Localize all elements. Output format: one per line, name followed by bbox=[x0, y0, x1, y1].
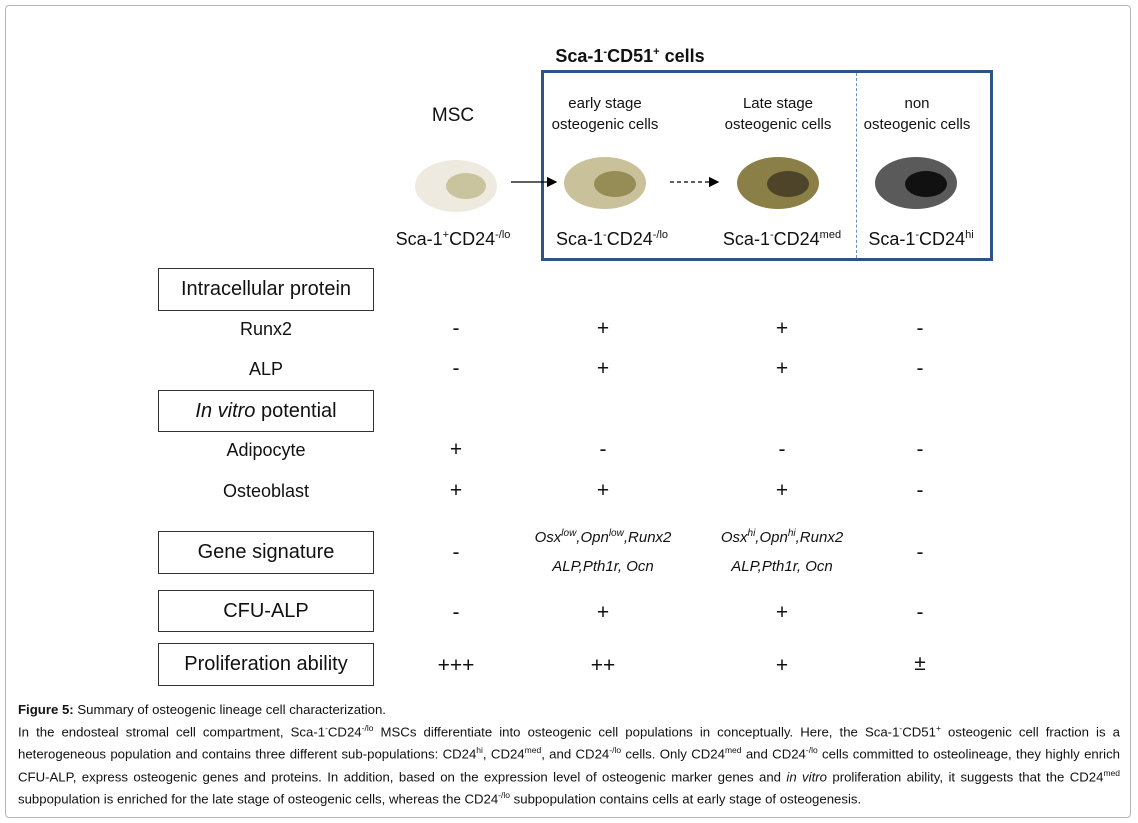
runx2-late-value: + bbox=[775, 317, 789, 340]
gene-signature-early-value: Osxlow,Opnlow,Runx2 ALP,Pth1r, Ocn bbox=[534, 528, 672, 575]
gene-signature-header: Gene signature bbox=[158, 531, 374, 574]
alp-non-value: - bbox=[916, 357, 924, 380]
adipocyte-label: Adipocyte bbox=[226, 440, 306, 460]
figure-frame bbox=[5, 5, 1131, 818]
osteoblast-early-value: + bbox=[596, 479, 610, 502]
proliferation-msc-value: +++ bbox=[437, 654, 475, 677]
figure-label: Figure 5: bbox=[18, 702, 74, 717]
msc-header: MSC bbox=[431, 105, 475, 126]
alp-label: ALP bbox=[248, 359, 284, 379]
adipocyte-non-value: - bbox=[916, 438, 924, 461]
adipocyte-late-value: - bbox=[778, 438, 786, 461]
gene-signature-non-value: - bbox=[916, 541, 924, 564]
in-vitro-potential-header: In vitro potential bbox=[158, 390, 374, 432]
osteoblast-msc-value: + bbox=[449, 479, 463, 502]
alp-msc-value: - bbox=[452, 357, 460, 380]
gene-signature-msc-value: - bbox=[452, 541, 460, 564]
adipocyte-msc-value: + bbox=[449, 438, 463, 461]
runx2-msc-value: - bbox=[452, 317, 460, 340]
intracellular-protein-header: Intracellular protein bbox=[158, 268, 374, 311]
osteoblast-non-value: - bbox=[916, 479, 924, 502]
late-stage-marker-label: Sca-1-CD24med bbox=[722, 229, 842, 249]
cfu-alp-header: CFU-ALP bbox=[158, 590, 374, 632]
non-osteogenic-divider bbox=[856, 73, 857, 258]
non-osteogenic-cell bbox=[875, 157, 957, 209]
late-stage-cell bbox=[737, 157, 819, 209]
adipocyte-early-value: - bbox=[599, 438, 607, 461]
late-stage-header: Late stage osteogenic cells bbox=[724, 95, 832, 133]
runx2-non-value: - bbox=[916, 317, 924, 340]
sca1-cd51-group-box bbox=[541, 70, 993, 261]
proliferation-late-value: + bbox=[775, 654, 789, 677]
osteoblast-label: Osteoblast bbox=[222, 481, 310, 501]
gene-signature-late-value: Osxhi,Opnhi,Runx2 ALP,Pth1r, Ocn bbox=[720, 528, 844, 575]
alp-early-value: + bbox=[596, 357, 610, 380]
msc-marker-label: Sca-1+CD24-/lo bbox=[395, 229, 511, 249]
early-stage-cell bbox=[564, 157, 646, 209]
early-stage-header: early stage osteogenic cells bbox=[551, 95, 659, 133]
proliferation-ability-header: Proliferation ability bbox=[158, 643, 374, 686]
proliferation-early-value: ++ bbox=[590, 654, 616, 677]
cfu-alp-non-value: - bbox=[916, 601, 924, 624]
caption-body: In the endosteal stromal cell compartmen… bbox=[18, 723, 1121, 807]
group-title: Sca-1-CD51+ cells bbox=[555, 46, 705, 66]
msc-cell bbox=[415, 160, 497, 212]
runx2-label: Runx2 bbox=[239, 319, 293, 339]
non-osteogenic-header: non osteogenic cells bbox=[863, 95, 971, 133]
cfu-alp-late-value: + bbox=[775, 601, 789, 624]
figure-caption: Figure 5: Summary of osteogenic lineage … bbox=[18, 701, 1120, 809]
early-stage-marker-label: Sca-1-CD24-/lo bbox=[555, 229, 669, 249]
osteoblast-late-value: + bbox=[775, 479, 789, 502]
cfu-alp-early-value: + bbox=[596, 601, 610, 624]
alp-late-value: + bbox=[775, 357, 789, 380]
proliferation-non-value: ± bbox=[914, 652, 926, 675]
non-osteogenic-marker-label: Sca-1-CD24hi bbox=[868, 229, 974, 249]
cfu-alp-msc-value: - bbox=[452, 601, 460, 624]
runx2-early-value: + bbox=[596, 317, 610, 340]
caption-title: Summary of osteogenic lineage cell chara… bbox=[73, 702, 386, 717]
